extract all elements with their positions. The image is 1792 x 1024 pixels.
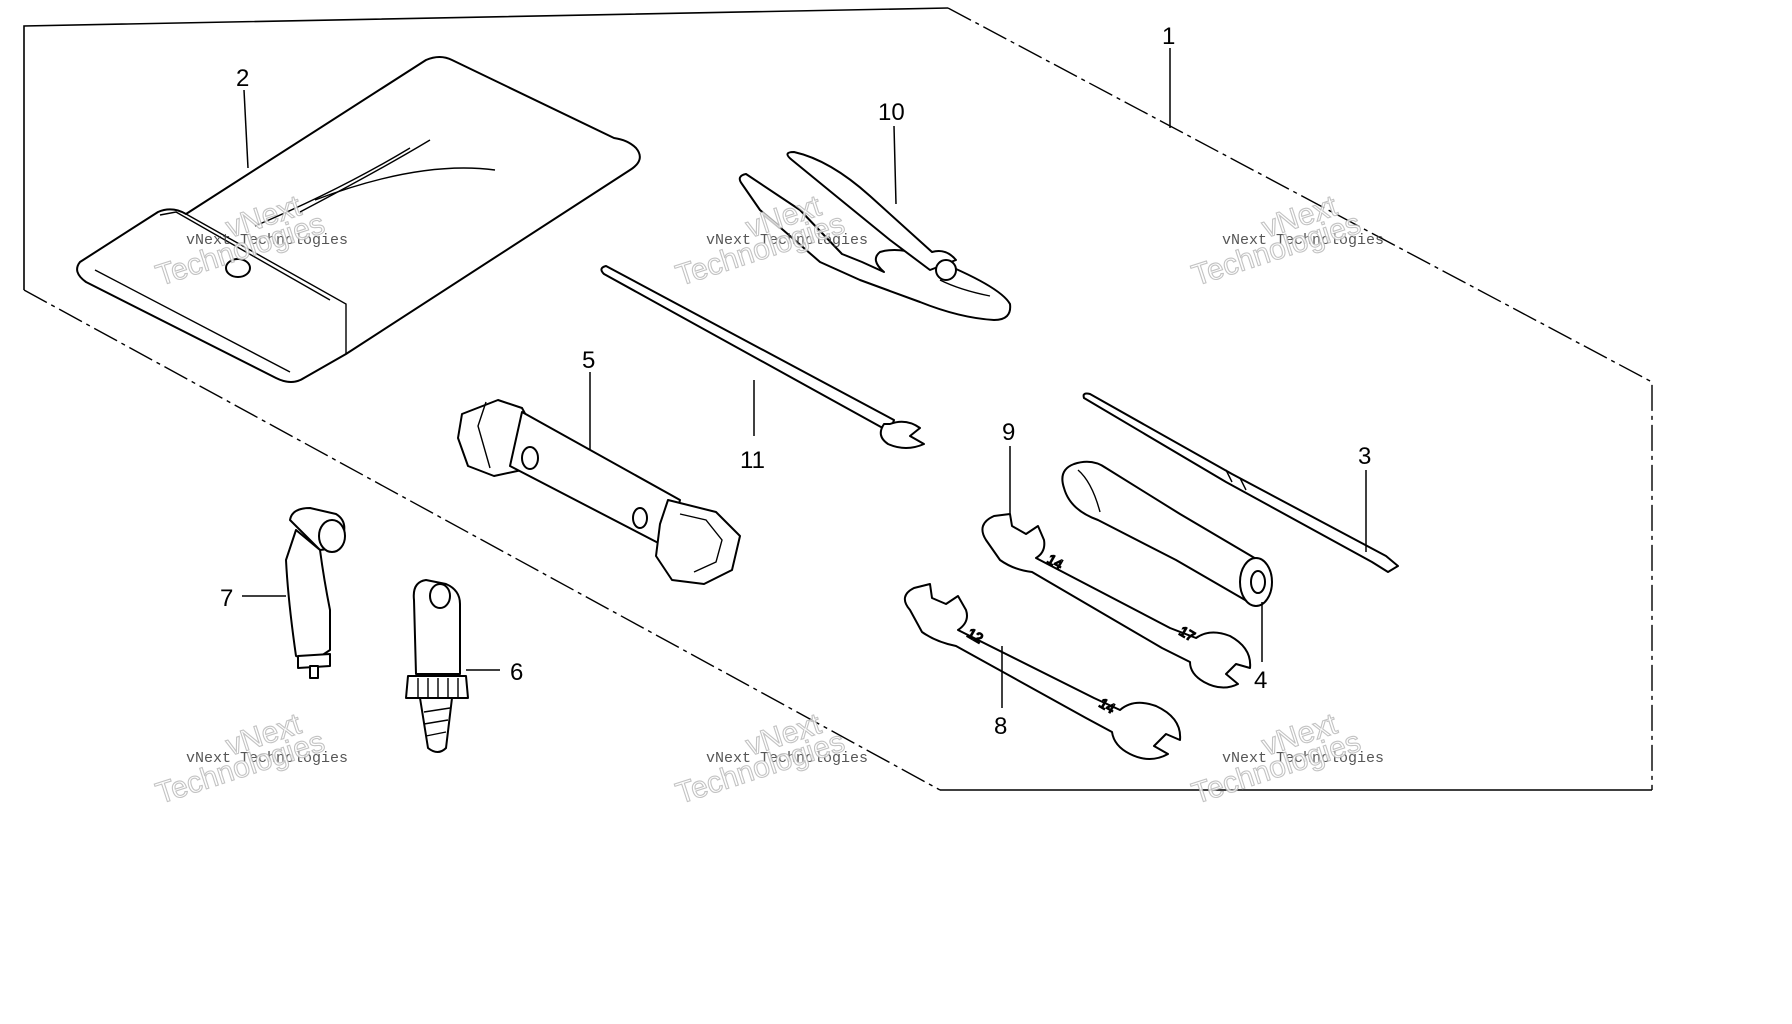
watermark-line: vNext Technologies <box>706 750 868 767</box>
watermark-line: vNext Technologies <box>1222 232 1384 249</box>
callout-7: 7 <box>220 585 233 612</box>
wrench-lower: 12 14 <box>903 583 1182 760</box>
callout-5: 5 <box>582 347 595 374</box>
callout-11: 11 <box>740 447 765 474</box>
callout-4: 4 <box>1254 667 1267 694</box>
callout-2: 2 <box>236 65 249 92</box>
watermark-top-right: vNext vNext Technologies Technologies <box>1187 189 1384 293</box>
callout-10: 10 <box>878 99 905 126</box>
watermark-line: vNext Technologies <box>1222 750 1384 767</box>
kit-boundary <box>23 7 1653 791</box>
watermark-bottom-center: vNext vNext Technologies Technologies <box>671 707 868 811</box>
watermark-bottom-left: vNext vNext Technologies Technologies <box>151 707 348 811</box>
tool-bag <box>76 56 641 383</box>
callout-6: 6 <box>510 659 523 686</box>
leader-10 <box>893 125 897 205</box>
screwdriver-handle <box>1061 460 1273 607</box>
rod-wrench <box>600 265 925 449</box>
box-spanner <box>457 399 741 585</box>
watermark-line: vNext Technologies <box>186 232 348 249</box>
callout-8: 8 <box>994 713 1007 740</box>
callout-labels: 1 2 3 4 5 6 7 8 9 10 11 <box>220 23 1371 740</box>
pliers <box>738 151 1012 321</box>
callout-1: 1 <box>1162 23 1175 50</box>
watermark-top-center: vNext vNext Technologies Technologies <box>671 189 868 293</box>
watermark-bottom-right: vNext vNext Technologies Technologies <box>1187 707 1384 811</box>
lever-handle <box>285 507 346 679</box>
leader-lines <box>242 48 1367 708</box>
watermark-line: vNext Technologies <box>706 232 868 249</box>
leader-2 <box>243 89 249 169</box>
screwdriver-blade <box>1082 392 1399 573</box>
screwdriver-grip <box>405 579 469 753</box>
watermark-line: vNext Technologies <box>186 750 348 767</box>
callout-9: 9 <box>1002 419 1015 446</box>
callout-3: 3 <box>1358 443 1371 470</box>
